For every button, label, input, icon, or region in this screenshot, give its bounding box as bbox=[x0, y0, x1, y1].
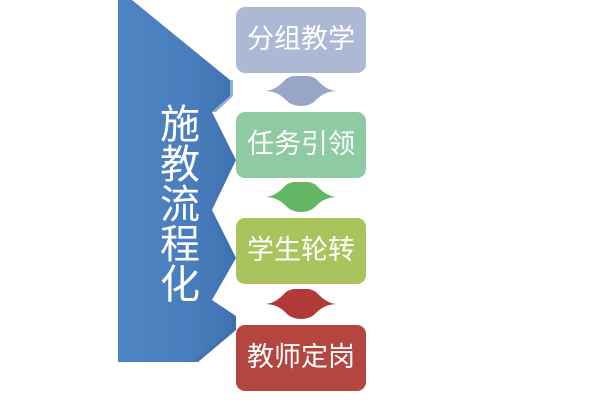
flow-step-3[interactable]: 学生轮转 bbox=[236, 218, 366, 284]
down-chevron-icon bbox=[264, 76, 338, 106]
flow-step-4[interactable]: 教师定岗 bbox=[236, 325, 366, 391]
down-chevron-icon bbox=[264, 289, 338, 319]
connector-3-4 bbox=[264, 289, 338, 322]
flow-step-1[interactable]: 分组教学 bbox=[236, 7, 366, 73]
connector-1-2 bbox=[264, 76, 338, 109]
connector-3-4-shape bbox=[264, 289, 338, 319]
flow-column: 分组教学 任务引领 学生轮转 教师 bbox=[236, 0, 368, 410]
banner-fold-mid bbox=[208, 210, 236, 258]
connector-1-2-shape bbox=[264, 76, 338, 106]
flow-step-2-label: 任务引领 bbox=[247, 129, 355, 160]
connector-2-3-shape bbox=[264, 182, 338, 212]
banner-label: 施教流程化 bbox=[153, 103, 199, 303]
banner-body-path bbox=[118, 0, 236, 362]
connector-2-3 bbox=[264, 182, 338, 215]
flow-step-2[interactable]: 任务引领 bbox=[236, 112, 366, 178]
banner-polygon-icon bbox=[118, 0, 236, 362]
banner-shape: 施教流程化 bbox=[112, 0, 240, 365]
banner-fold-top bbox=[212, 80, 233, 112]
flow-step-3-label: 学生轮转 bbox=[247, 235, 355, 266]
down-chevron-icon bbox=[264, 182, 338, 212]
flow-step-1-label: 分组教学 bbox=[247, 24, 355, 55]
flow-step-4-label: 教师定岗 bbox=[247, 342, 355, 373]
